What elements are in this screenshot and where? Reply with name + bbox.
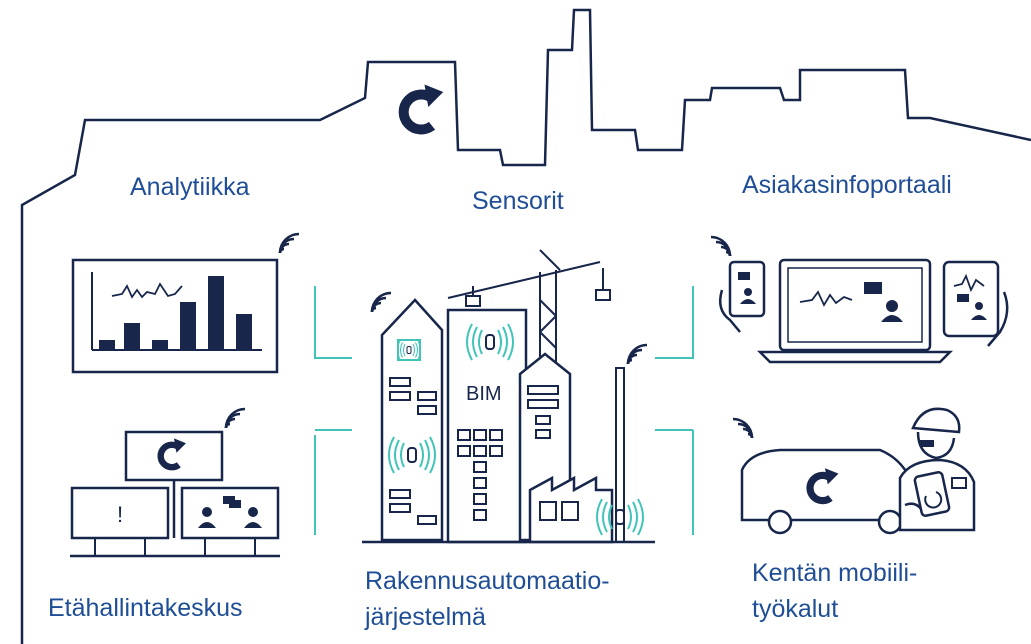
label-remote-center: Etähallintakeskus [48, 594, 243, 622]
label-mobile-line2: työkalut [752, 595, 839, 623]
wifi-icon [626, 343, 649, 366]
wifi-icon [278, 232, 301, 255]
connector-lines [314, 286, 694, 535]
tablet-icon [942, 260, 1009, 347]
skyline-outline [20, 8, 1031, 644]
building-complex-icon [362, 249, 655, 544]
label-bas-line1: Rakennusautomaatio- [365, 567, 610, 595]
label-bas-line2: järjestelmä [365, 603, 486, 631]
analytics-chart-icon [71, 258, 279, 374]
laptop-icon [756, 258, 954, 364]
svg-text:!: ! [117, 502, 123, 527]
label-customer-portal: Asiakasinfoportaali [742, 171, 952, 199]
wifi-icon [709, 235, 732, 258]
worker-icon [898, 407, 976, 532]
wifi-icon [370, 291, 393, 314]
wifi-icon [224, 407, 247, 430]
bim-sign: BIM [466, 383, 502, 405]
refresh-logo-icon [404, 85, 444, 130]
label-sensors: Sensorit [472, 187, 564, 215]
wifi-icon [731, 417, 754, 440]
label-analytics: Analytiikka [130, 173, 250, 201]
label-mobile-line1: Kentän mobiili- [752, 559, 918, 587]
remote-center-icon: ! [70, 430, 280, 558]
van-icon [740, 448, 927, 535]
phone-icon [719, 260, 766, 333]
